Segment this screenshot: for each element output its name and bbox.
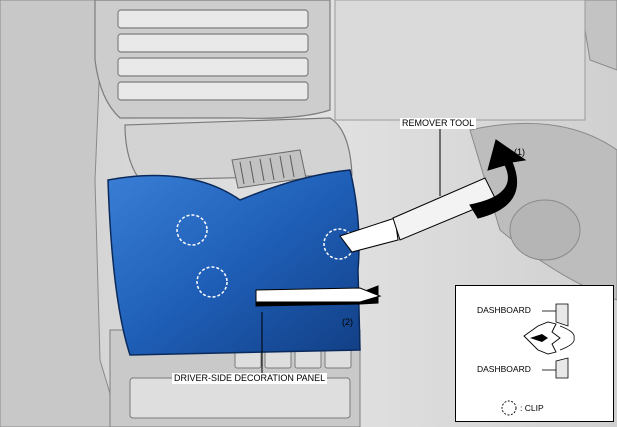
steering-hub (509, 199, 581, 261)
inset-clip-legend-icon (501, 400, 517, 416)
dimmer-ridges (239, 154, 295, 185)
inset-clip-spring (559, 325, 575, 351)
panel-label: DRIVER-SIDE DECORATION PANEL (172, 373, 328, 384)
driver-side-decoration-panel (107, 169, 361, 356)
step-1-label: (1) (514, 147, 525, 157)
inset-clip-core (530, 334, 548, 342)
clip-marker-upper-left (176, 214, 208, 246)
remover-tool-tip (339, 217, 399, 253)
step-2-label: (2) (342, 317, 353, 327)
clip-marker-lower (196, 266, 228, 298)
dashboard-corner (579, 0, 617, 71)
center-console-top (334, 0, 586, 121)
inset-clip-legend-label: : CLIP (520, 403, 544, 413)
remover-tool-label: REMOVER TOOL (400, 118, 477, 129)
arrow-2-top (255, 287, 382, 303)
arrow-1 (469, 139, 527, 219)
clip-detail-inset: DASHBOARD DASHBOARD : CLIP (455, 285, 614, 422)
inset-dashboard-bottom (555, 357, 569, 379)
inset-top-dashboard-label: DASHBOARD (477, 305, 531, 315)
inset-dashboard-top (555, 303, 569, 327)
inset-bottom-dashboard-label: DASHBOARD (477, 364, 531, 374)
clip-detail-drawing (501, 303, 575, 416)
air-vent-louvers (117, 9, 309, 101)
